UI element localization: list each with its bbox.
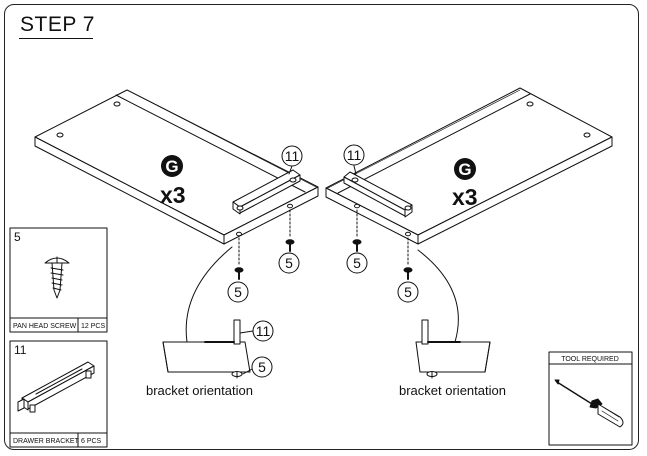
left-detail-callout-screw-circle <box>251 356 273 378</box>
pan-head-screw-icon <box>44 256 70 299</box>
right-callout-screw-b-circle <box>397 281 419 303</box>
left-panel-quantity: x3 <box>160 182 186 208</box>
left-callout-screw-b-circle <box>278 252 300 274</box>
right-panel-screw-a <box>352 209 362 252</box>
part-11-number: 11 <box>14 343 27 357</box>
left-panel-screw-a <box>234 237 244 280</box>
left-callout-screw-a: 5 <box>234 284 242 300</box>
part-11-name: DRAWER BRACKET <box>13 438 80 445</box>
screwdriver-icon <box>554 379 624 428</box>
part-5-name: PAN HEAD SCREW <box>13 323 77 330</box>
part-5-number: 5 <box>14 230 21 244</box>
left-detail-caption: bracket orientation <box>146 383 253 398</box>
left-panel-letter: G <box>165 157 178 176</box>
right-panel-letter: G <box>458 160 471 179</box>
right-callout-bracket: 11 <box>347 147 362 163</box>
right-panel-drawer-bracket <box>343 171 413 218</box>
left-detail-callout-screw: 5 <box>258 359 266 375</box>
left-callout-screw-a-circle <box>227 281 249 303</box>
left-detail-callout-bracket: 11 <box>256 323 271 339</box>
part-5-qty: 12 PCS <box>81 323 105 330</box>
part-11-qty: 6 PCS <box>81 438 102 445</box>
left-panel-drawer-bracket <box>232 169 301 215</box>
left-callout-bracket: 11 <box>285 148 300 164</box>
page-frame <box>4 4 639 450</box>
right-bracket-detail <box>415 319 491 379</box>
right-panel-screw-b <box>403 237 413 280</box>
tool-required-box <box>548 351 633 446</box>
drawer-bracket-icon <box>17 361 95 413</box>
right-callout-screw-b: 5 <box>404 284 412 300</box>
right-letter-badge <box>454 158 476 180</box>
right-detail-leader <box>417 249 459 343</box>
right-callout-screw-a: 5 <box>353 255 361 271</box>
part-box-pan-head-screw <box>9 227 108 333</box>
left-bracket-detail <box>162 319 254 379</box>
right-panel-quantity: x3 <box>452 184 478 210</box>
left-panel-screw-b <box>285 209 295 252</box>
tool-required-header: TOOL REQUIRED <box>561 356 619 363</box>
step-title: STEP 7 <box>20 13 95 36</box>
left-detail-callout-bracket-circle <box>252 320 274 342</box>
left-letter-badge <box>161 155 183 177</box>
left-callout-screw-b: 5 <box>285 255 293 271</box>
left-detail-leader <box>185 246 233 343</box>
right-detail-caption: bracket orientation <box>399 383 506 398</box>
left-callout-bracket-circle <box>281 145 303 167</box>
right-callout-screw-a-circle <box>346 252 368 274</box>
part-box-drawer-bracket <box>9 340 108 448</box>
step-title-underline <box>19 38 93 40</box>
right-callout-bracket-circle <box>343 144 365 166</box>
